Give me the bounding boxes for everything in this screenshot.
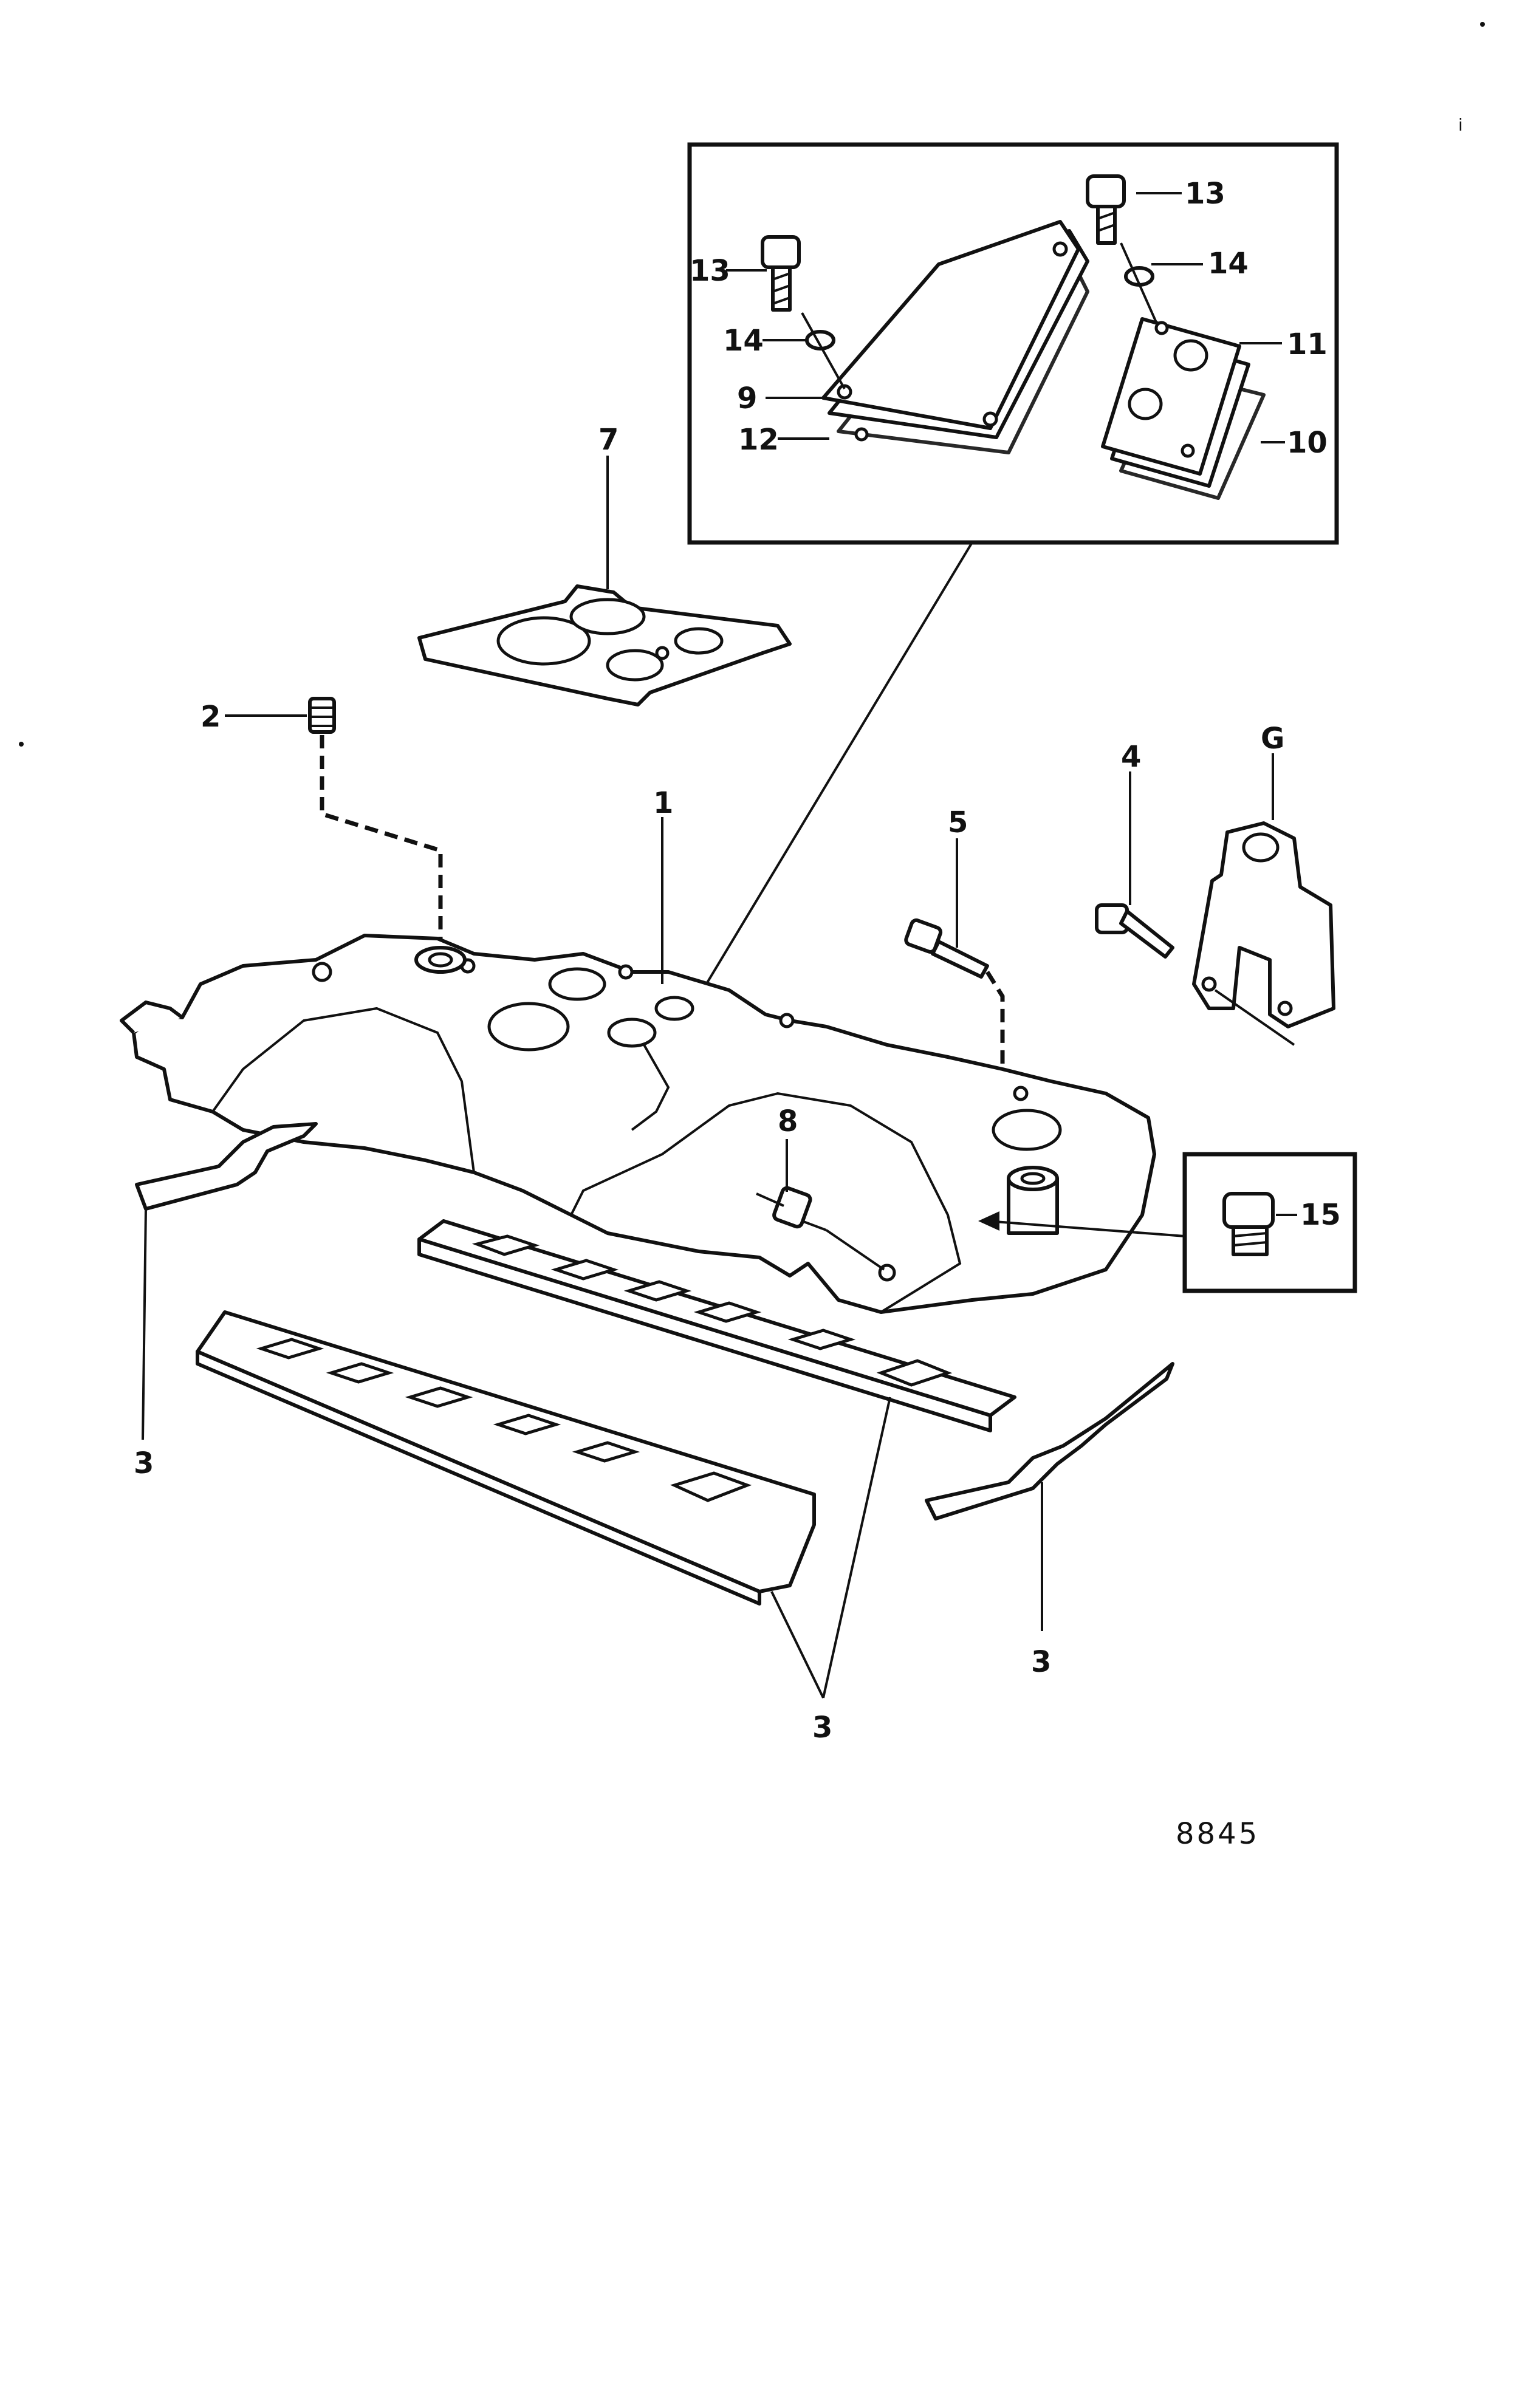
bolt-part-13-right [1086, 174, 1126, 245]
callout-13-right: 13 [1185, 177, 1225, 211]
callout-7: 7 [598, 423, 619, 457]
sender-8-install-line [825, 1229, 885, 1271]
margin-dot-top [1480, 22, 1485, 27]
intake-gasket-upper-part-3 [417, 1219, 1016, 1432]
callout-13-left: 13 [690, 254, 730, 288]
intake-manifold-part-1 [120, 934, 1156, 1314]
end-seal-right-part-3 [925, 1362, 1174, 1520]
callout-15: 15 [1300, 1198, 1341, 1232]
cover-plate-part-9 [821, 220, 1089, 454]
callout-12: 12 [738, 423, 779, 457]
callout-10: 10 [1287, 426, 1328, 460]
callout-14-left: 14 [723, 324, 764, 358]
callout-6: G [1261, 722, 1284, 756]
callout-9: 9 [737, 381, 757, 416]
margin-mark: i [1458, 115, 1463, 135]
callout-3-left: 3 [134, 1446, 154, 1480]
callout-2: 2 [200, 700, 221, 734]
lifting-bracket-part-6 [1192, 821, 1335, 1046]
inset-alignment-right [1120, 242, 1159, 326]
callout-11: 11 [1287, 327, 1328, 361]
margin-dot-left [19, 742, 24, 747]
bolt-5-install-path [985, 971, 1005, 1087]
callout-5: 5 [948, 806, 968, 840]
intake-gasket-lower-part-3 [196, 1310, 816, 1606]
plug-part-15 [1222, 1192, 1275, 1256]
callout-3-right: 3 [1031, 1645, 1051, 1679]
leader-3-bottom-b [822, 1397, 891, 1698]
bolt-part-4 [1095, 903, 1174, 959]
end-seal-left-part-3 [135, 1122, 318, 1211]
callout-3-bottom: 3 [812, 1711, 832, 1745]
small-plate-part-11 [1101, 317, 1266, 500]
carburetor-gasket-part-7 [417, 584, 792, 706]
plug-15-leader-line [987, 1220, 1185, 1237]
drawing-number: 8845 [1176, 1817, 1259, 1851]
plug-15-leader-arrow [978, 1211, 999, 1231]
leader-3-left [142, 1208, 147, 1440]
bolt-part-5 [904, 918, 989, 979]
callout-8: 8 [778, 1104, 798, 1138]
callout-14-right: 14 [1208, 247, 1249, 281]
callout-1: 1 [653, 786, 673, 820]
callout-4: 4 [1121, 740, 1141, 774]
plug-part-2 [308, 697, 336, 734]
inset-alignment-left [801, 312, 846, 389]
leader-3-bottom-a [770, 1591, 824, 1698]
bolt-part-13-left [761, 235, 801, 312]
plug-2-install-path [320, 735, 443, 951]
